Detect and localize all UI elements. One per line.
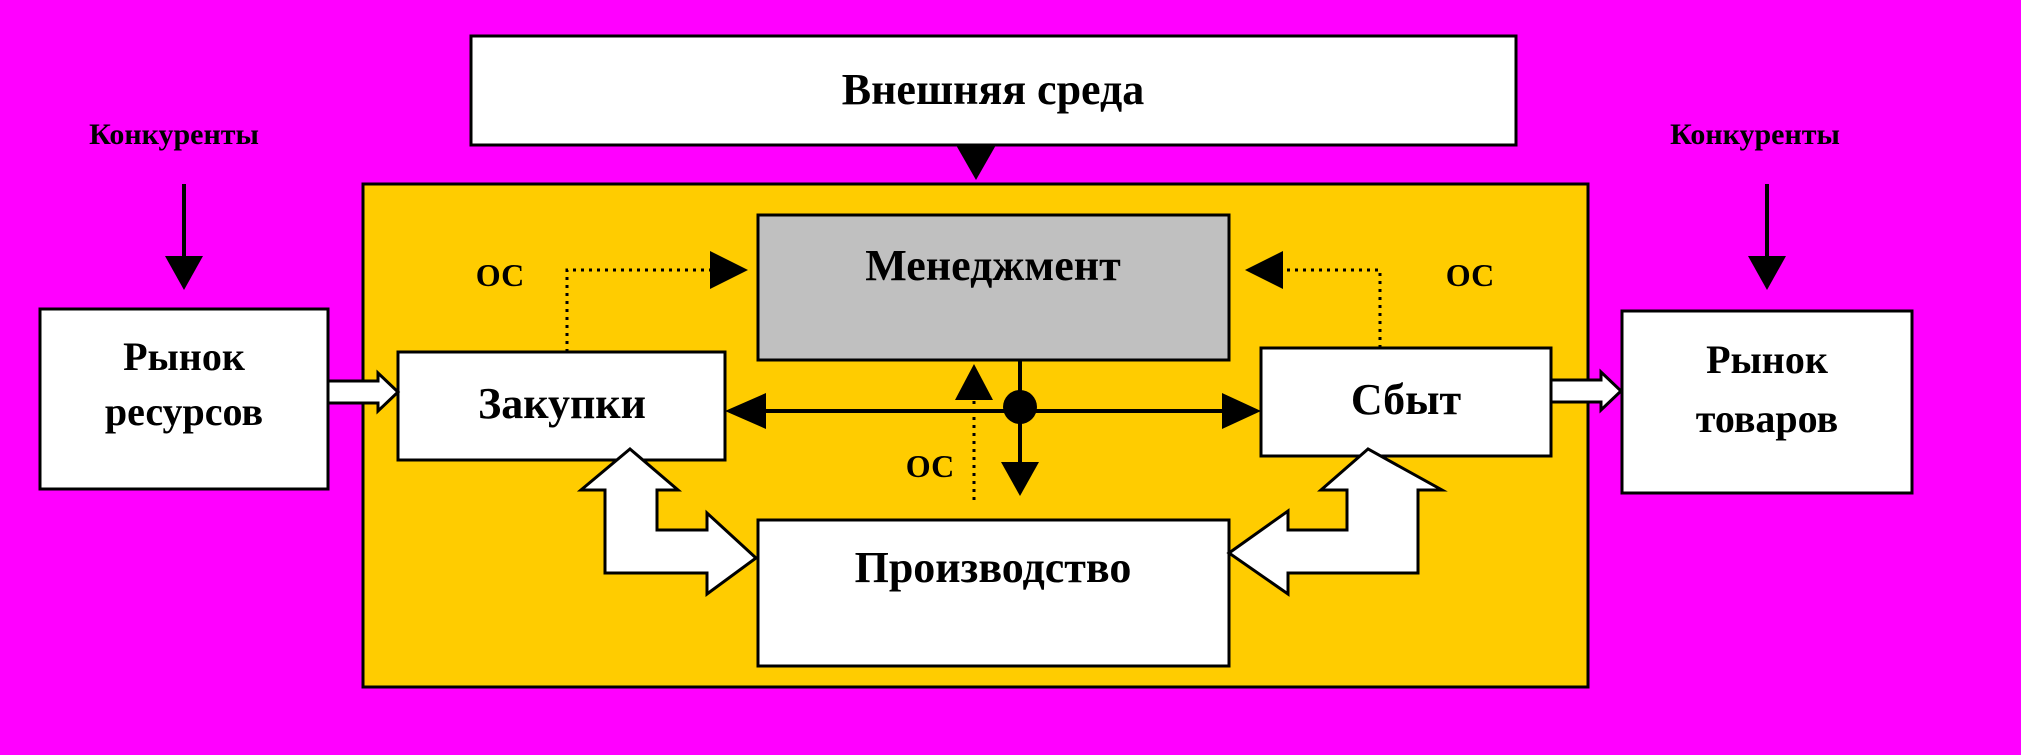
control-down-arrow-icon: [1001, 462, 1039, 496]
external-arrow-icon: [956, 145, 996, 180]
sales-box: Сбыт: [1259, 346, 1553, 458]
goods-market-label-1: Рынок: [1706, 337, 1828, 382]
sales-production-arrow-icon: [1226, 447, 1448, 597]
resource-market-box: Рынок ресурсов: [38, 307, 330, 491]
control-junction: [1003, 390, 1037, 424]
external-environment-label: Внешняя среда: [842, 65, 1145, 114]
feedback-right-label: ОС: [1446, 257, 1494, 293]
feedback-right-arrow-icon: [1245, 251, 1283, 289]
purchases-label: Закупки: [478, 379, 646, 428]
resource-market-label-2: ресурсов: [105, 389, 263, 434]
resource-market-label-1: Рынок: [123, 334, 245, 379]
external-environment-box: Внешняя среда: [469, 34, 1518, 147]
feedback-bottom-arrow-icon: [955, 364, 993, 400]
purchases-box: Закупки: [396, 350, 727, 462]
production-box: Производство: [756, 518, 1231, 668]
production-label: Производство: [855, 543, 1132, 592]
feedback-right: ОС: [1245, 251, 1494, 348]
sales-label: Сбыт: [1351, 375, 1462, 424]
management-label: Менеджмент: [865, 241, 1121, 290]
purchases-production-arrow-icon: [576, 447, 759, 597]
competitors-right-label: Конкуренты: [1670, 118, 1840, 151]
control-lines: [725, 360, 1261, 496]
goods-market-label-2: товаров: [1696, 396, 1839, 441]
feedback-left: ОС: [476, 251, 748, 352]
competitors-left-arrow-icon: [165, 256, 203, 290]
competitors-right-arrow-icon: [1748, 256, 1786, 290]
feedback-bottom: ОС: [906, 364, 993, 500]
feedback-bottom-label: ОС: [906, 448, 954, 484]
competitors-left-label: Конкуренты: [89, 118, 259, 151]
control-right-arrow-icon: [1222, 393, 1261, 429]
management-box: Менеджмент: [756, 213, 1231, 362]
goods-market-box: Рынок товаров: [1620, 309, 1914, 495]
feedback-left-arrow-icon: [710, 251, 748, 289]
resource-flow-arrow-icon: [326, 369, 401, 415]
feedback-left-label: ОС: [476, 257, 524, 293]
control-left-arrow-icon: [725, 393, 766, 429]
goods-flow-arrow-icon: [1549, 368, 1624, 414]
